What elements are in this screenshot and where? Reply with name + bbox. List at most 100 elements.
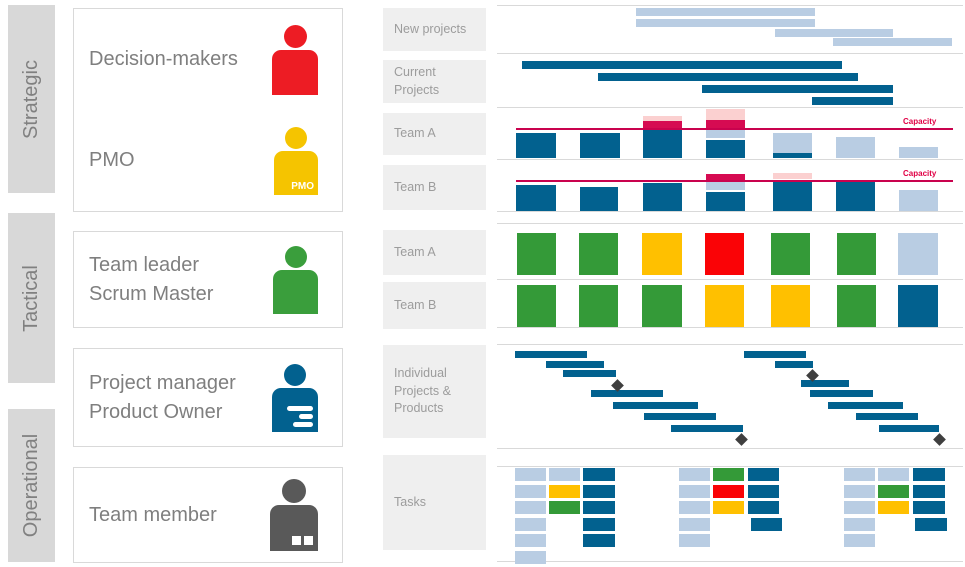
team-a-capacity-bar-segment (899, 147, 938, 158)
row-label-text: Current Projects (394, 65, 440, 97)
milestone-diamond (735, 433, 748, 446)
band-tactical: Tactical (8, 213, 55, 383)
team-leader-line1: Team leader (89, 253, 200, 276)
team-b-capacity-bar-segment (773, 173, 812, 179)
row-label-individual-projects: Individual Projects & Products (383, 345, 486, 438)
task-cell (679, 518, 710, 531)
team-a-status-square (642, 233, 682, 275)
task-cell (844, 468, 875, 481)
project-gantt-bar (879, 425, 939, 432)
decision-makers-label: Decision-makers (89, 48, 238, 70)
task-cell (515, 551, 546, 564)
task-cell (549, 468, 580, 481)
team-a-capacity-bar-segment (643, 121, 682, 129)
row-label-team-a-status: Team A (383, 230, 486, 275)
team-b-status-square (837, 285, 876, 327)
team-b-status-square (771, 285, 810, 327)
row-label-tasks: Tasks (383, 455, 486, 550)
decision-makers-person-icon (272, 24, 318, 95)
team-b-status-square (517, 285, 556, 327)
team-b-status-square (705, 285, 744, 327)
project-gantt-bar (828, 402, 903, 409)
separator-line (497, 107, 963, 108)
task-cell (515, 485, 546, 498)
row-label-text: Team A (394, 126, 436, 141)
team-a-status-square (771, 233, 810, 275)
task-cell (913, 468, 945, 481)
task-cell (515, 501, 546, 514)
team-b-capacity-bar-segment (836, 182, 875, 211)
separator-line (497, 5, 963, 6)
project-manager-label: Project manager Product Owner (89, 369, 236, 427)
role-box-team-member: Team member (73, 467, 343, 563)
team-member-label: Team member (89, 503, 217, 526)
separator-line (497, 53, 963, 54)
team-a-capacity-bar-segment (706, 109, 745, 120)
team-b-capacity-bar-segment (773, 181, 812, 211)
project-gantt-bar (613, 402, 698, 409)
team-b-capacity-label: Capacity (903, 169, 937, 178)
pmo-label: PMO (89, 149, 135, 171)
team-a-capacity-bar-segment (580, 133, 620, 158)
person-head (283, 24, 307, 48)
team-a-capacity-label: Capacity (903, 117, 937, 126)
team-a-capacity-bar-segment (773, 133, 812, 153)
current-project-bar (522, 61, 842, 69)
task-squares-icon (292, 536, 313, 545)
project-gantt-bar (671, 425, 743, 432)
project-gantt-bar (563, 370, 616, 377)
project-gantt-bar (775, 361, 813, 368)
row-label-text: Tasks (394, 494, 426, 509)
task-cell (748, 468, 779, 481)
separator-line (497, 327, 963, 328)
task-cell (549, 485, 580, 498)
team-a-capacity-bar-segment (706, 130, 745, 138)
separator-line (497, 344, 963, 345)
task-cell (878, 468, 909, 481)
team-a-capacity-bar-segment (516, 133, 556, 158)
role-row-team-leader: Team leader Scrum Master (74, 232, 342, 327)
new-project-bar (636, 8, 815, 16)
person-torso (273, 269, 318, 314)
task-cell (515, 518, 546, 531)
role-box-strategic: Decision-makers PMO PMO (73, 8, 343, 212)
task-cell (748, 485, 779, 498)
task-cell (583, 501, 615, 514)
person-torso (272, 49, 318, 95)
task-cell (515, 534, 546, 547)
project-manager-person-icon (272, 363, 318, 432)
band-operational: Operational (8, 409, 55, 562)
pmo-person-icon: PMO (274, 126, 318, 195)
task-cell (583, 534, 615, 547)
task-cell (549, 501, 580, 514)
team-leader-line2: Scrum Master (89, 282, 214, 305)
role-row-pmo: PMO PMO (74, 110, 342, 211)
row-label-team-b-capacity: Team B (383, 165, 486, 210)
project-gantt-bar (744, 351, 806, 358)
project-gantt-bar (591, 390, 663, 397)
project-gantt-bar (644, 413, 716, 420)
row-label-new-projects: New projects (383, 8, 486, 51)
row-label-team-b-status: Team B (383, 282, 486, 329)
row-label-text: Individual Projects & Products (394, 366, 451, 416)
team-a-capacity-bar-segment (706, 120, 745, 128)
person-head (284, 245, 307, 268)
task-cell (913, 485, 945, 498)
team-a-capacity-line (516, 128, 953, 130)
team-a-capacity-bar-segment (706, 140, 745, 158)
row-label-text: New projects (394, 21, 467, 36)
task-cell (583, 468, 615, 481)
role-box-team-leader: Team leader Scrum Master (73, 231, 343, 328)
team-a-capacity-bar-segment (643, 130, 682, 158)
team-member-person-icon (270, 479, 318, 551)
task-cell (913, 501, 945, 514)
team-b-status-square (898, 285, 938, 327)
team-b-capacity-bar-segment (643, 183, 682, 211)
team-a-capacity-bar-segment (836, 137, 875, 158)
team-a-status-square (517, 233, 556, 275)
task-cell (713, 468, 744, 481)
separator-line (497, 159, 963, 160)
project-manager-line2: Product Owner (89, 400, 223, 423)
